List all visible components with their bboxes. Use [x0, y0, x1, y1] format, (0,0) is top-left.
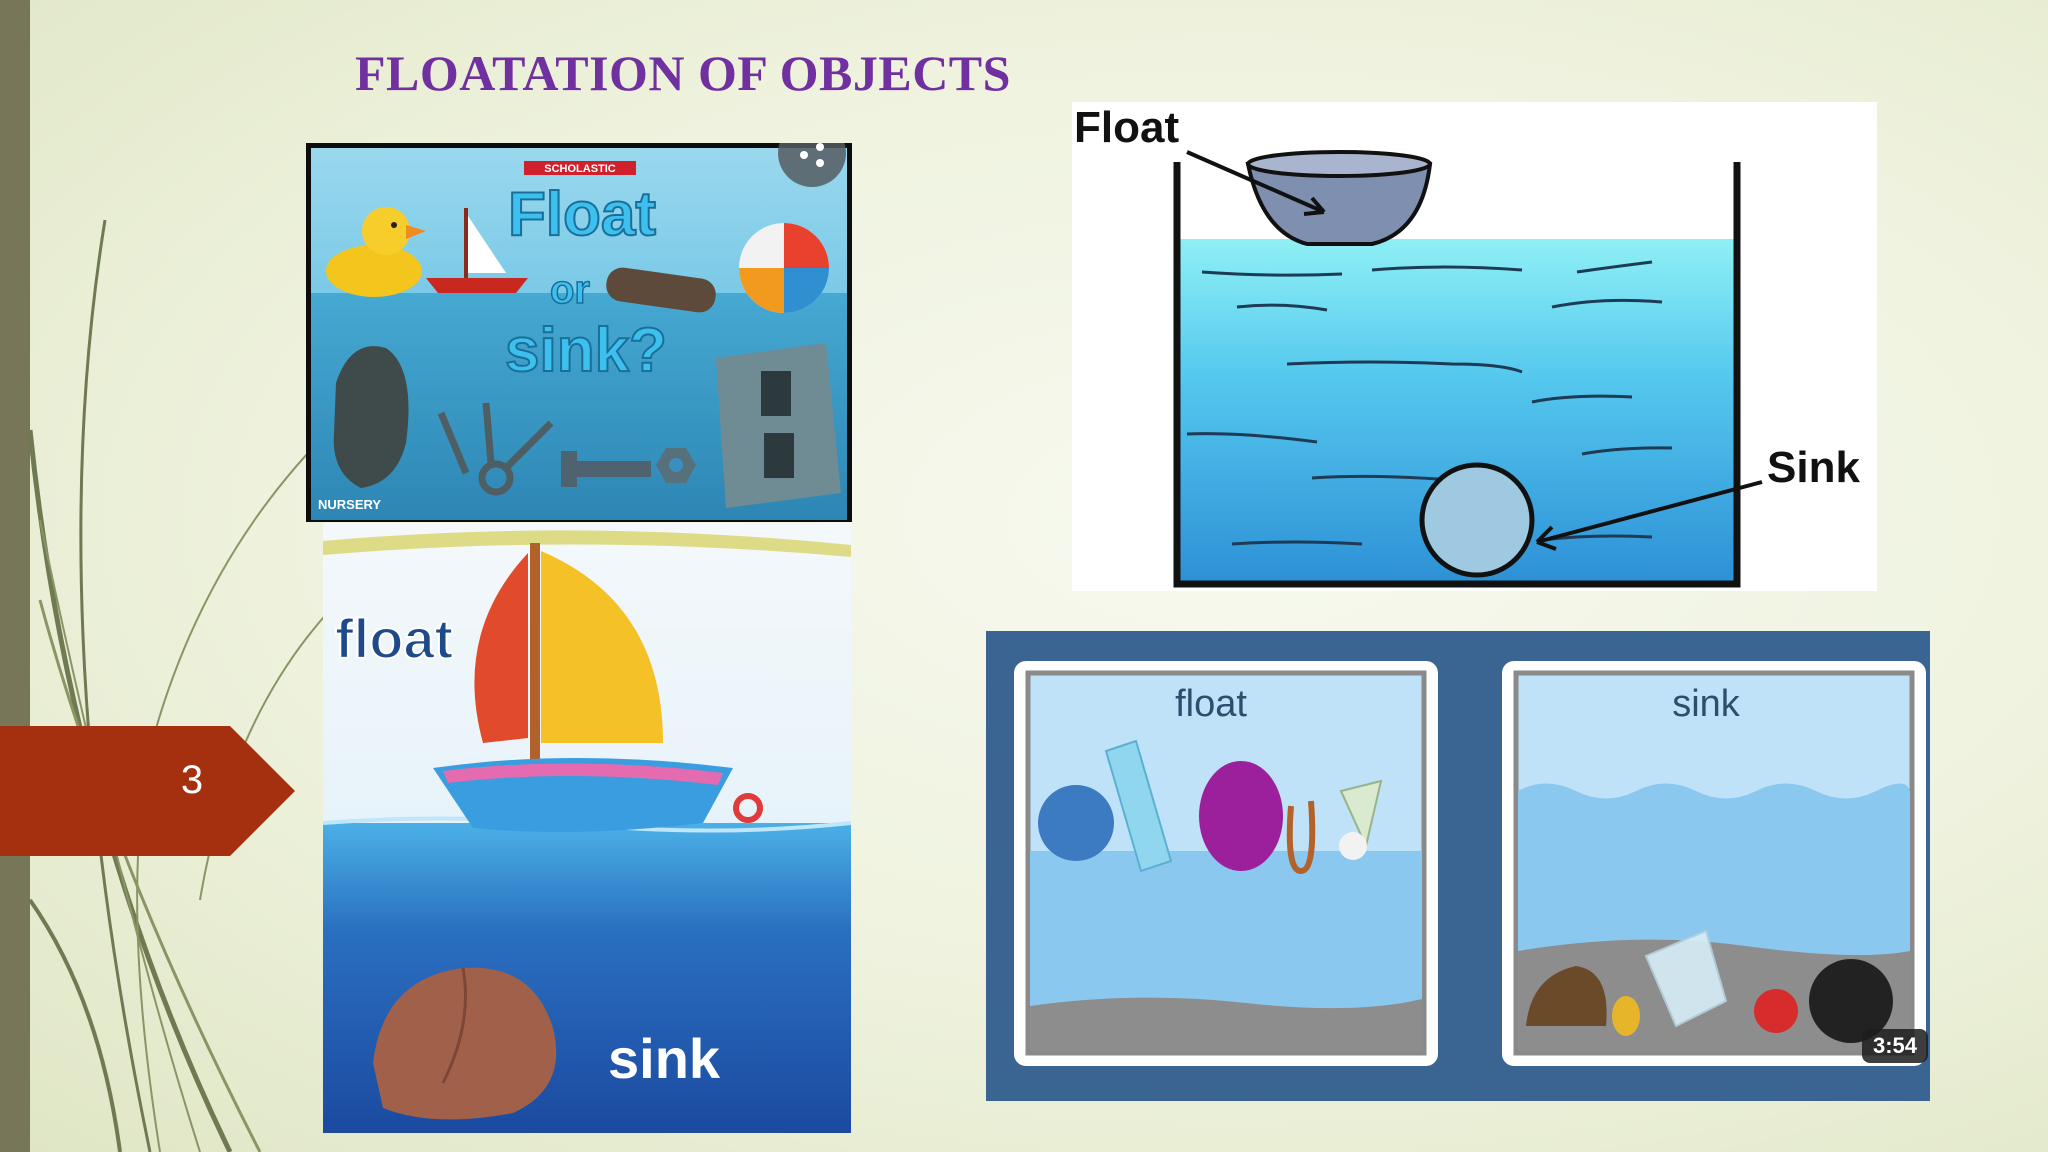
page-number: 3: [180, 758, 204, 802]
diagram-float-label: Float: [1074, 103, 1179, 152]
video-duration: 3:54: [1873, 1033, 1918, 1058]
publisher-badge: [524, 161, 636, 175]
beach-ball-icon: [739, 223, 829, 313]
book-publisher: SCHOLASTIC: [544, 163, 616, 175]
keys-icon: [437, 402, 554, 496]
float-sink-video-thumbnail[interactable]: float sink 3:54: [986, 631, 1930, 1101]
book-title-float: Float: [508, 180, 656, 249]
boat-float-label: float: [335, 607, 453, 670]
book-series-label: NURSERY: [318, 497, 381, 512]
diagram-sink-label: Sink: [1767, 443, 1860, 492]
sink-panel: [1502, 661, 1926, 1066]
beaker-float-sink-diagram: Float Sink: [1072, 102, 1877, 591]
book-title-or: or: [550, 268, 590, 312]
share-icon[interactable]: [778, 143, 846, 187]
left-accent-band: [0, 0, 30, 1152]
cinder-block-icon: [716, 343, 841, 508]
bolt-icon: [561, 448, 696, 487]
book-cover-image: SCHOLASTIC Float or sink?: [306, 143, 852, 522]
label-arrows: [1186, 150, 1763, 551]
slide-title: FLOATATION OF OBJECTS: [355, 45, 1011, 101]
video-sink-label: sink: [1672, 683, 1741, 725]
boat-sink-label: sink: [608, 1027, 721, 1090]
rubber-duck-icon: [326, 207, 426, 297]
video-duration-badge: [1862, 1029, 1928, 1063]
float-panel: [1014, 661, 1438, 1066]
sailboat-icon: [433, 543, 763, 832]
floating-bowl-icon: [1245, 150, 1433, 246]
video-float-label: float: [1175, 683, 1247, 725]
sinking-ball-icon: [1419, 462, 1535, 578]
wood-log-icon: [606, 267, 716, 313]
boat-float-rock-sink-image: float sink: [323, 523, 851, 1133]
page-number-tab: [0, 726, 295, 856]
rock-icon: [333, 346, 409, 488]
toy-sailboat-icon: [426, 208, 528, 293]
rock-icon: [373, 967, 557, 1120]
book-title-sink: sink?: [505, 316, 667, 385]
beaker-outline: [1173, 162, 1741, 588]
